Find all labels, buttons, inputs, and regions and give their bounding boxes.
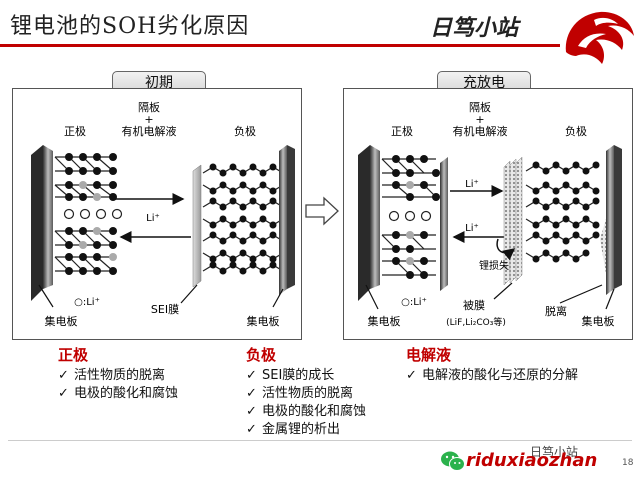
right-collector-plate (287, 145, 295, 289)
cause-heading-negative: 负极 (246, 346, 277, 364)
check-icon: ✓ (406, 368, 417, 383)
negative-electrode-label: 负极 (565, 124, 587, 138)
negative-electrode-label: 负极 (234, 124, 256, 138)
left-collector-plate (31, 145, 43, 301)
right-collector-plate (614, 145, 622, 289)
collector-right-label: 集电板 (582, 314, 615, 328)
film-layer-3 (515, 156, 523, 282)
cause-item: ✓金属锂的析出 (246, 422, 341, 437)
positive-gray-atoms (406, 181, 414, 265)
collector-left-label: 集电板 (368, 314, 401, 328)
site-name: riduxiaozhan (466, 450, 598, 471)
cause-item: ✓电极的酸化和腐蚀 (246, 404, 367, 419)
check-icon: ✓ (246, 368, 257, 383)
separator-label-line1: 隔板 (469, 100, 491, 114)
footer-divider (8, 440, 632, 441)
left-collector-plate (358, 145, 370, 301)
collector-right-pointer (272, 288, 284, 308)
lithium-loss-arrow (496, 238, 516, 261)
panel-charge-discharge: 隔板 + 有机电解液 正极 负极 (343, 88, 633, 340)
sei-film (192, 164, 202, 288)
cause-heading-electrolyte: 电解液 (406, 346, 452, 364)
check-icon: ✓ (246, 386, 257, 401)
wechat-icon (441, 451, 465, 471)
positive-atoms (392, 155, 440, 279)
separator-plate (440, 157, 448, 291)
negative-lattice (525, 161, 600, 263)
separator-label-line1: 隔板 (138, 100, 160, 114)
check-icon: ✓ (246, 422, 257, 437)
left-collector-face (43, 145, 53, 289)
positive-electrode-label: 正极 (64, 124, 86, 138)
right-collector-face (606, 145, 614, 295)
right-collector-face (279, 145, 287, 295)
separator-label-line2: + (475, 113, 484, 126)
check-icon: ✓ (58, 368, 69, 383)
separator-label-line3: 有机电解液 (122, 124, 177, 138)
lithium-loss-label: 锂损失 (479, 259, 509, 272)
diagram-charge: 隔板 + 有机电解液 正极 负极 (358, 100, 622, 328)
film-label: 被膜 (463, 299, 485, 312)
film-layer-2 (509, 158, 517, 284)
ion-label-bottom: Li⁺ (465, 223, 479, 234)
page-number: 18 (622, 458, 634, 468)
separator-label-line3: 有机电解液 (453, 124, 508, 138)
brand-name: 日笃小站 (430, 16, 519, 41)
check-icon: ✓ (246, 404, 257, 419)
lithium-legend: ○:Li⁺ (401, 297, 427, 308)
brand-logo-icon (565, 11, 634, 65)
positive-atoms (65, 153, 117, 275)
cause-item: ✓电极的酸化和腐蚀 (58, 386, 179, 401)
diagram-initial: 隔板 + 有机电解液 正极 负极 (31, 100, 295, 328)
collector-right-label: 集电板 (247, 314, 280, 328)
cause-item: ✓电解液的酸化与还原的分解 (406, 368, 579, 383)
transition-arrow-icon (305, 196, 339, 226)
film-pointer (493, 282, 513, 300)
panel-initial-state: 隔板 + 有机电解液 正极 负极 (12, 88, 302, 340)
collector-left-pointer (365, 284, 379, 310)
header-divider (0, 44, 560, 47)
check-icon: ✓ (58, 386, 69, 401)
left-collector-face (370, 145, 380, 289)
collector-left-pointer (38, 284, 54, 308)
page-title: 锂电池的SOH劣化原因 (10, 14, 250, 39)
collector-left-label: 集电板 (45, 314, 78, 328)
detach-label: 脱离 (545, 304, 567, 318)
lithium-legend: ○:Li⁺ (74, 297, 100, 308)
ion-label: Li⁺ (146, 213, 160, 224)
sei-label: SEI膜 (151, 303, 179, 316)
separator-label-line2: + (144, 113, 153, 126)
positive-electrode-label: 正极 (391, 124, 413, 138)
ion-label-top: Li⁺ (465, 179, 479, 190)
cause-item: ✓活性物质的脱离 (246, 386, 354, 401)
lithium-ions (63, 208, 123, 220)
negative-lattice (202, 163, 284, 275)
film-detail-label: (LiF,Li₂CO₃等) (446, 316, 506, 328)
detach-pointer (559, 284, 603, 304)
collector-right-pointer (605, 288, 615, 310)
wechat-account-name: 日笃小站 (530, 445, 579, 459)
positive-gray-atoms (79, 181, 117, 261)
cause-item: ✓活性物质的脱离 (58, 368, 166, 383)
cause-item: ✓SEI膜的成长 (246, 368, 335, 383)
cause-heading-positive: 正极 (58, 346, 89, 364)
lithium-ions (388, 210, 432, 222)
sei-pointer (180, 284, 198, 304)
